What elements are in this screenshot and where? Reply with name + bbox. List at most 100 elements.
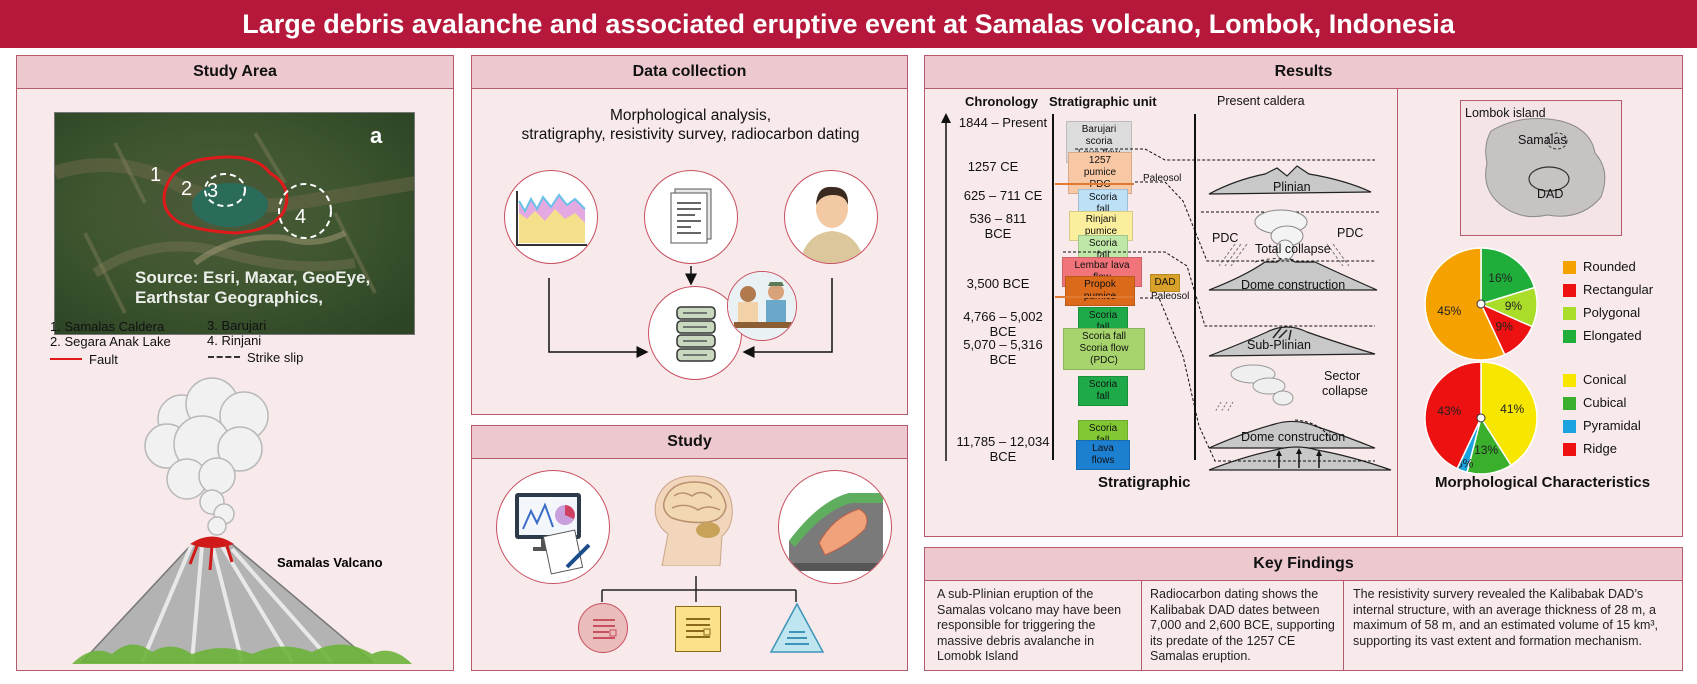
document-circle	[644, 170, 738, 264]
legend-rectangular: Rectangular	[1583, 282, 1654, 297]
legend-pyramidal-swatch	[1563, 420, 1576, 433]
satellite-map: 1 2 3 4 a Source: Esri, Maxar, GeoEye, E…	[54, 112, 415, 335]
study-area-panel: Study Area 1 2 3 4 a Sou	[16, 55, 454, 671]
legend-pyramidal: Pyramidal	[1583, 418, 1641, 433]
paleosol-label-2: Paleosol	[1151, 291, 1190, 302]
unit-scoria-fall-4: Scoria fall	[1078, 376, 1128, 406]
map-number-4: 4	[295, 206, 306, 228]
dome-2-diagram	[1208, 446, 1392, 471]
dad-map-label: DAD	[1537, 187, 1564, 201]
stage-sector: Sector	[1324, 369, 1361, 383]
database-icon	[676, 306, 716, 362]
stage-pdc-left: PDC	[1212, 231, 1239, 245]
stage-dome-1: Dome construction	[1241, 278, 1346, 292]
legend-rectangular-swatch	[1563, 284, 1576, 297]
page-title: Large debris avalanche and associated er…	[0, 0, 1697, 48]
form-label-conical: 41%	[1500, 402, 1524, 416]
legend-conical: Conical	[1583, 372, 1627, 387]
chron-536-bce: BCE	[984, 226, 1012, 241]
key-finding-1: A sub-Plinian eruption of the Samalas vo…	[937, 587, 1122, 663]
legend-ridge-swatch	[1563, 443, 1576, 456]
chron-625: 625 – 711 CE	[963, 188, 1043, 203]
morphology-chart-circle	[504, 170, 598, 264]
legend-ridge: Ridge	[1583, 441, 1617, 456]
map-number-2: 2	[181, 178, 192, 200]
legend-cubical-swatch	[1563, 397, 1576, 410]
chron-5070-bce: BCE	[989, 352, 1017, 367]
chron-4766: 4,766 – 5,002	[963, 309, 1043, 324]
stage-total-collapse: Total collapse	[1255, 242, 1331, 256]
legend-elongated: Elongated	[1583, 328, 1642, 343]
shape-label-rectangular: 9%	[1496, 320, 1514, 334]
map-number-3: 3	[207, 180, 218, 202]
paleosol-line-2	[1055, 296, 1134, 298]
strat-left-line	[1052, 114, 1054, 460]
unit-propok-pumice: Propok pumice	[1065, 276, 1135, 306]
key-finding-3: The resistivity survery revealed the Kal…	[1353, 587, 1658, 648]
team-circle	[727, 271, 797, 341]
stage-plinian: Plinian	[1273, 180, 1311, 194]
form-label-ridge: 43%	[1437, 404, 1461, 418]
legend-strike-slip: Strike slip	[247, 350, 304, 365]
stage-present-caldera: Present caldera	[1217, 94, 1305, 108]
chron-1257: 1257 CE	[967, 159, 1019, 174]
chron-5070: 5,070 – 5,316	[963, 337, 1043, 352]
chron-11785: 11,785 – 12,034	[956, 434, 1050, 449]
stratigraphic-caption: Stratigraphic	[1098, 474, 1191, 491]
person-icon	[799, 186, 865, 263]
form-pie-chart: 41%13%3%43%	[1424, 361, 1538, 475]
landslide-icon	[789, 493, 883, 571]
shape-pie-center	[1476, 299, 1486, 309]
kf-divider-1	[1141, 581, 1142, 671]
fault-line-icon	[50, 358, 82, 360]
results-panel: Results Chronology Stratigraphic unit 18…	[924, 55, 1683, 537]
legend-rounded-swatch	[1563, 261, 1576, 274]
study-heading: Study	[472, 426, 907, 459]
form-label-cubical: 13%	[1474, 443, 1498, 457]
report-icon-yellow	[675, 606, 721, 652]
form-pie-center	[1476, 413, 1486, 423]
legend-segara-anak: 2. Segara Anak Lake	[50, 334, 171, 349]
kf-divider-2	[1343, 581, 1344, 671]
results-divider	[1397, 89, 1398, 537]
shape-pie-chart: 16%9%9%45%	[1424, 247, 1538, 361]
brain-head-icon	[654, 475, 733, 566]
legend-polygonal-swatch	[1563, 307, 1576, 320]
map-number-1: 1	[150, 164, 161, 186]
key-finding-2: Radiocarbon dating shows the Kalibabak D…	[1150, 587, 1335, 663]
strat-unit-header: Stratigraphic unit	[1049, 94, 1157, 109]
time-axis-arrow	[941, 113, 951, 461]
key-findings-panel: Key Findings A sub-Plinian eruption of t…	[924, 547, 1683, 671]
results-heading: Results	[925, 56, 1682, 89]
legend-rinjani: 4. Rinjani	[207, 333, 262, 348]
report-icon-blue	[769, 602, 825, 653]
lombok-map	[1460, 100, 1622, 236]
form-slice-ridge	[1424, 361, 1482, 470]
legend-elongated-swatch	[1563, 330, 1576, 343]
legend-polygonal: Polygonal	[1583, 305, 1641, 320]
shape-label-rounded: 45%	[1437, 304, 1461, 318]
stage-pdc-right: PDC	[1337, 226, 1364, 240]
database-circle	[648, 286, 742, 380]
analysis-circle	[496, 470, 610, 584]
chron-11785-bce: BCE	[989, 449, 1017, 464]
researcher-circle	[784, 170, 878, 264]
chron-1844: 1844 – Present	[958, 115, 1048, 130]
lombok-island-label: Lombok island	[1465, 106, 1546, 120]
map-source-line2: Earthstar Geographics,	[135, 288, 323, 307]
team-icon	[728, 272, 796, 340]
map-panel-letter: a	[370, 123, 383, 148]
legend-samalas-caldera: 1. Samalas Caldera	[50, 319, 165, 334]
landslide-circle	[778, 470, 892, 584]
strike-slip-line-icon	[208, 356, 240, 358]
stage-collapse: collapse	[1322, 384, 1368, 398]
shape-label-polygonal: 9%	[1505, 299, 1523, 313]
key-findings-heading: Key Findings	[925, 548, 1682, 581]
chronology-header: Chronology	[965, 94, 1038, 109]
data-collection-panel: Data collection Morphological analysis, …	[471, 55, 908, 415]
volcano-illustration: Samalas Valcano	[72, 377, 412, 664]
paleosol-label-1: Paleosol	[1143, 173, 1182, 184]
legend-rounded: Rounded	[1583, 259, 1636, 274]
chron-3500: 3,500 BCE	[966, 276, 1030, 291]
